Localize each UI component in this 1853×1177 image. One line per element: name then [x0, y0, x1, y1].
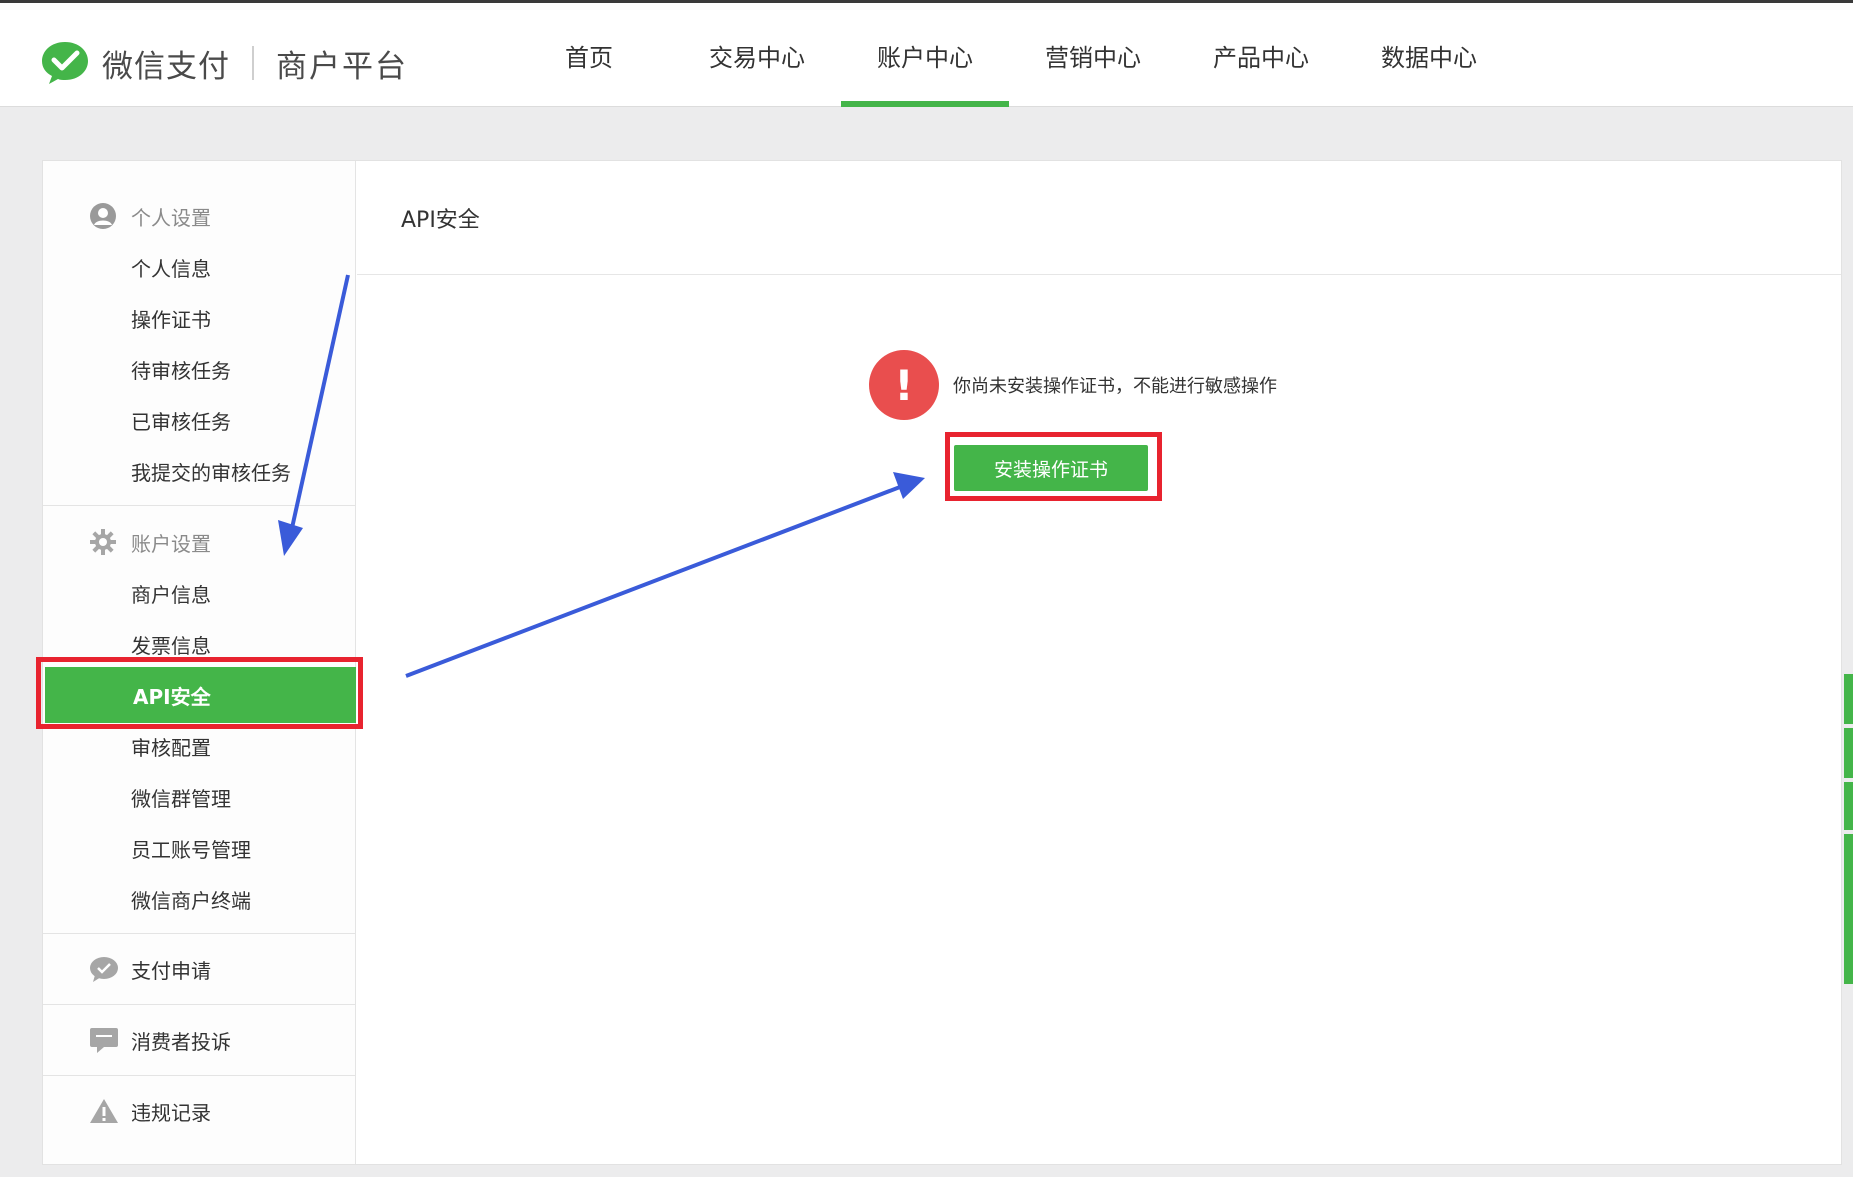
sidebar-item-wechat-group-mgmt[interactable]: 微信群管理 — [131, 786, 231, 811]
exclamation-icon: ! — [869, 350, 939, 420]
sidebar-item-pending-review[interactable]: 待审核任务 — [131, 358, 231, 383]
chat-bubble-icon — [90, 957, 118, 982]
sidebar-group-label: 账户设置 — [131, 531, 211, 556]
brand-logo[interactable]: 微信支付 商户平台 — [40, 39, 408, 87]
sidebar-divider — [43, 1075, 356, 1076]
right-edge-tab[interactable] — [1844, 782, 1853, 830]
sidebar-item-personal-info[interactable]: 个人信息 — [131, 256, 211, 281]
sidebar-divider — [43, 1004, 356, 1005]
sidebar-group-label: 个人设置 — [131, 205, 211, 230]
sidebar-group-personal: 个人设置 — [43, 196, 356, 236]
sidebar-group-account: 账户设置 — [43, 522, 356, 562]
nav-marketing-center[interactable]: 营销中心 — [1045, 43, 1141, 72]
sidebar-item-api-security[interactable]: API安全 — [45, 667, 356, 723]
sidebar: 个人设置 个人信息 操作证书 待审核任务 已审核任务 我提交的审核任务 — [43, 161, 356, 1164]
sidebar-item-merchant-info[interactable]: 商户信息 — [131, 582, 211, 607]
sidebar-item-operation-cert[interactable]: 操作证书 — [131, 307, 211, 332]
sidebar-item-label: 支付申请 — [131, 958, 211, 983]
sidebar-item-review-config[interactable]: 审核配置 — [131, 735, 211, 760]
wechat-pay-logo-icon — [42, 42, 88, 84]
sidebar-divider — [43, 933, 356, 934]
nav-product-center[interactable]: 产品中心 — [1213, 43, 1309, 72]
brand-divider — [252, 46, 254, 80]
sidebar-item-staff-account-mgmt[interactable]: 员工账号管理 — [131, 837, 251, 862]
warning-message: 你尚未安装操作证书，不能进行敏感操作 — [953, 376, 1277, 397]
highlight-box-api-security — [36, 657, 363, 729]
sidebar-item-label: 违规记录 — [131, 1100, 211, 1125]
brand-subtitle: 商户平台 — [276, 48, 408, 85]
right-edge-tab[interactable] — [1844, 728, 1853, 778]
sidebar-item-label: 消费者投诉 — [131, 1029, 231, 1054]
content-area: API安全 ! 你尚未安装操作证书，不能进行敏感操作 安装操作证书 — [357, 161, 1841, 1164]
message-icon — [90, 1028, 118, 1053]
nav-data-center[interactable]: 数据中心 — [1381, 43, 1477, 72]
sidebar-item-my-submitted-review[interactable]: 我提交的审核任务 — [131, 460, 291, 485]
sidebar-item-violations[interactable]: 违规记录 — [43, 1076, 356, 1146]
install-certificate-button[interactable]: 安装操作证书 — [954, 445, 1148, 491]
user-icon — [90, 203, 116, 229]
nav-account-center[interactable]: 账户中心 — [841, 3, 1009, 107]
certificate-warning: ! 你尚未安装操作证书，不能进行敏感操作 — [869, 349, 1277, 421]
right-edge-tab[interactable] — [1844, 834, 1853, 984]
main-nav: 首页 交易中心 账户中心 营销中心 产品中心 数据中心 — [505, 3, 1513, 107]
warning-icon — [90, 1099, 118, 1123]
page-title: API安全 — [357, 161, 1841, 275]
header-bar: 微信支付 商户平台 首页 交易中心 账户中心 营销中心 产品中心 数据中心 — [0, 3, 1853, 107]
sidebar-item-invoice-info[interactable]: 发票信息 — [131, 633, 211, 658]
highlight-box-install-button — [945, 432, 1162, 501]
sidebar-item-reviewed[interactable]: 已审核任务 — [131, 409, 231, 434]
sidebar-item-merchant-terminal[interactable]: 微信商户终端 — [131, 888, 251, 913]
right-edge-tab[interactable] — [1844, 674, 1853, 724]
sidebar-divider — [43, 505, 356, 506]
gear-icon — [90, 529, 116, 555]
nav-trade-center[interactable]: 交易中心 — [709, 43, 805, 72]
sidebar-item-pay-apply[interactable]: 支付申请 — [43, 934, 356, 1004]
top-border — [0, 0, 1853, 3]
brand-name: 微信支付 — [102, 48, 230, 85]
sidebar-item-consumer-complaints[interactable]: 消费者投诉 — [43, 1005, 356, 1075]
nav-home[interactable]: 首页 — [565, 43, 613, 72]
